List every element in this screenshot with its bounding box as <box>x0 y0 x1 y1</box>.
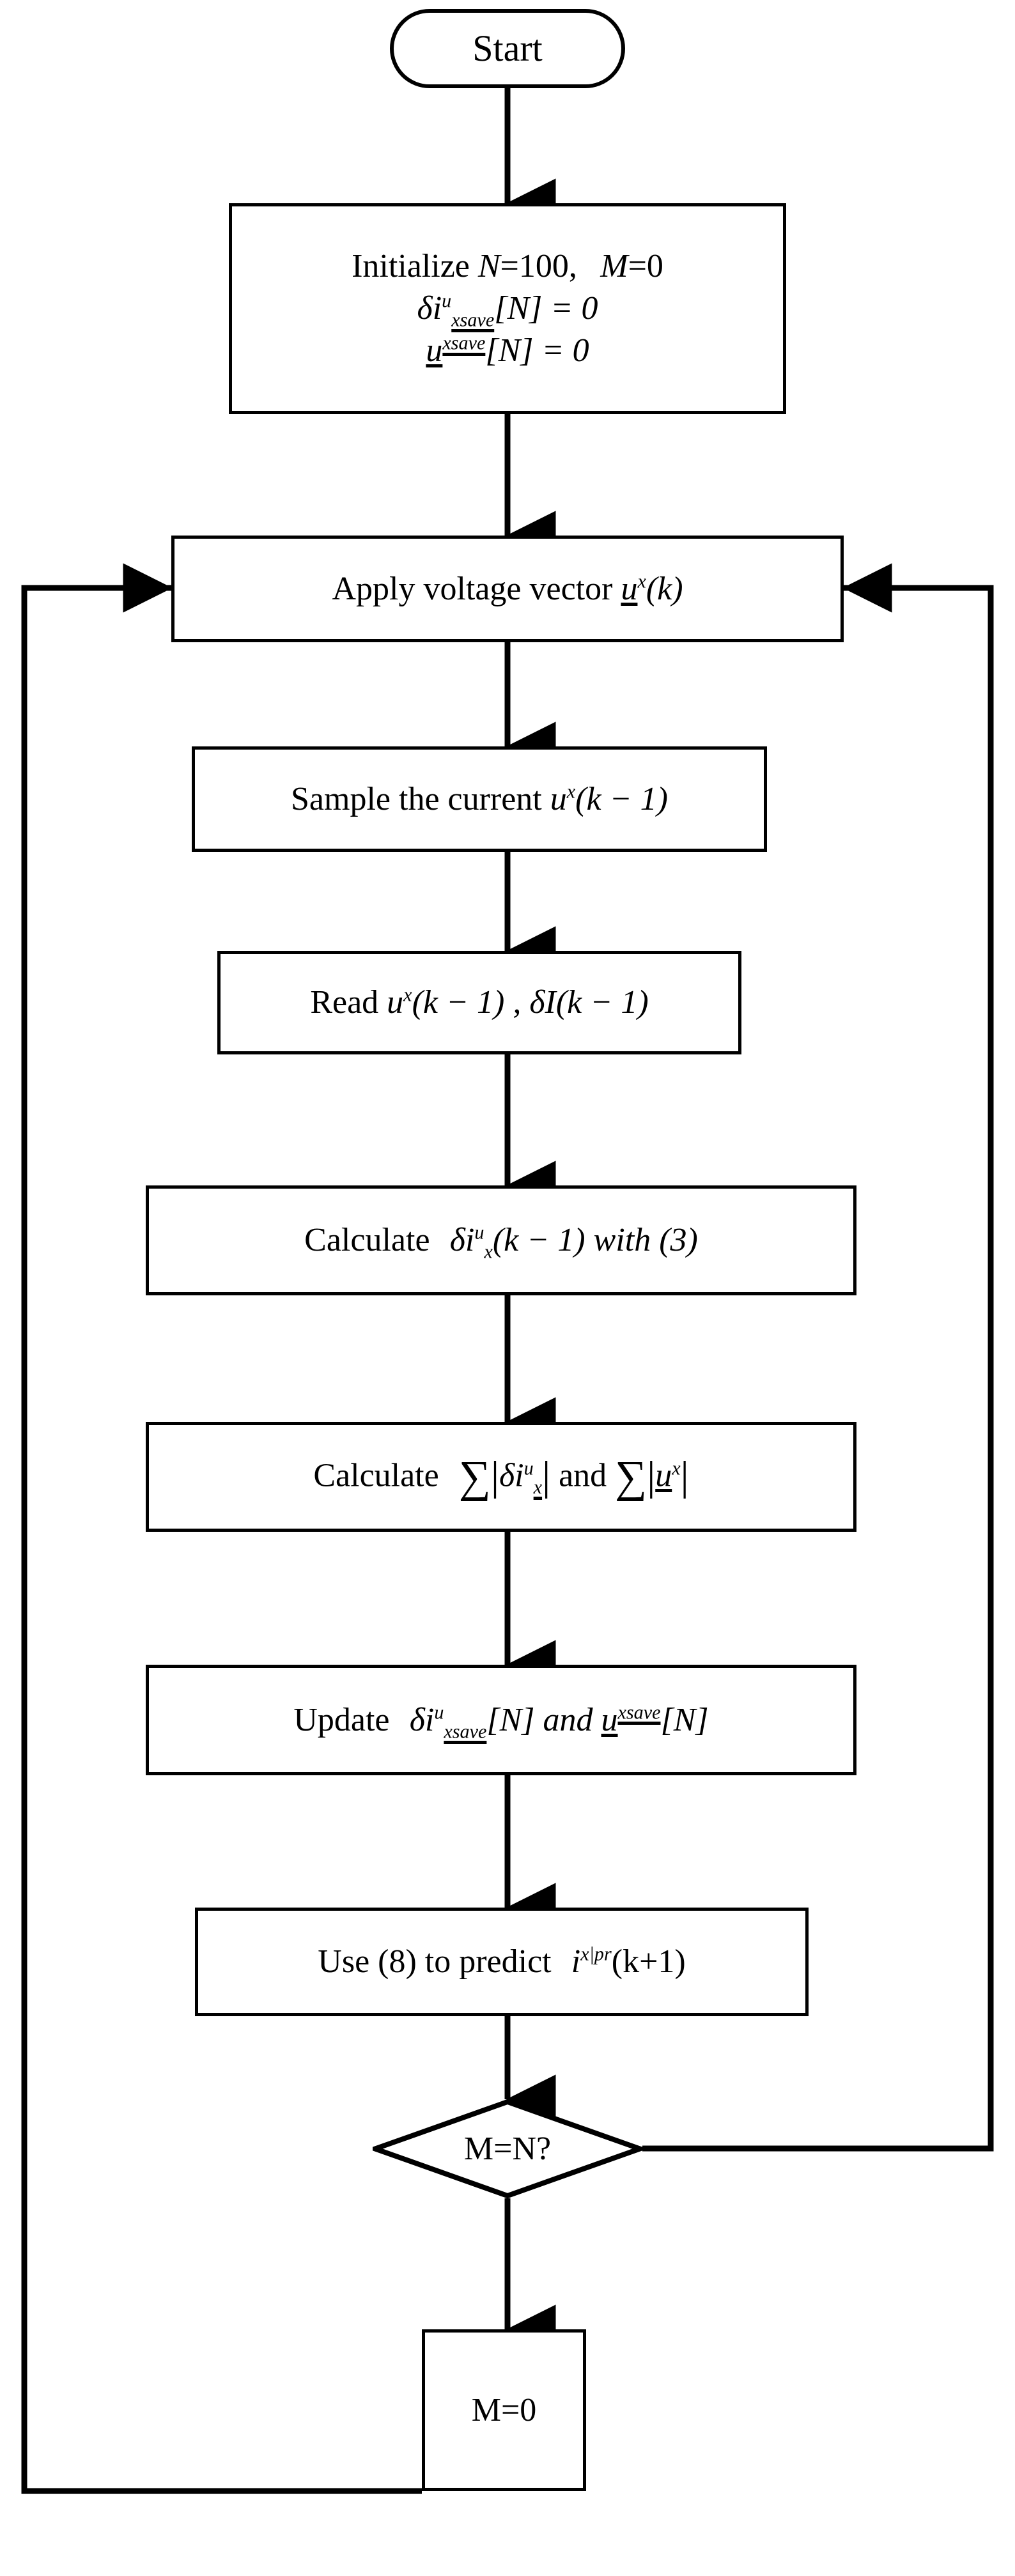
node-calculate-sums-label: Calculate ∑|δiux| and ∑|ux| <box>313 1451 689 1502</box>
node-read-values[interactable]: Read ux(k − 1) , δI(k − 1) <box>217 951 741 1054</box>
node-read-values-label: Read ux(k − 1) , δI(k − 1) <box>310 983 649 1021</box>
node-start-label: Start <box>472 27 543 69</box>
node-predict-current-label: Use (8) to predict ix|pr(k+1) <box>318 1943 686 1980</box>
node-decision-m-equals-n-label: M=N? <box>463 2130 552 2167</box>
node-reset-m-label: M=0 <box>471 2391 537 2428</box>
node-decision-m-equals-n[interactable]: M=N? <box>373 2099 642 2198</box>
node-calculate-sums[interactable]: Calculate ∑|δiux| and ∑|ux| <box>146 1422 856 1532</box>
node-initialize-line-2: δiuxsave[N] = 0 <box>417 289 598 331</box>
summation-symbol-2: ∑ <box>615 1451 647 1502</box>
summation-symbol-1: ∑ <box>458 1451 491 1502</box>
edge-reset-left-loop-back <box>21 563 422 2494</box>
node-reset-m[interactable]: M=0 <box>422 2329 586 2491</box>
node-update-arrays[interactable]: Update δiuxsave[N] and uxsave[N] <box>146 1665 856 1775</box>
node-initialize[interactable]: Initialize N=100,M=0 δiuxsave[N] = 0 uxs… <box>229 203 786 414</box>
node-apply-voltage-vector-label: Apply voltage vector ux(k) <box>332 570 683 607</box>
node-initialize-line-1: Initialize N=100,M=0 <box>352 248 663 285</box>
node-initialize-line-3: uxsave[N] = 0 <box>426 332 589 369</box>
node-initialize-content: Initialize N=100,M=0 δiuxsave[N] = 0 uxs… <box>352 247 663 369</box>
node-update-arrays-label: Update δiuxsave[N] and uxsave[N] <box>293 1701 709 1742</box>
node-apply-voltage-vector[interactable]: Apply voltage vector ux(k) <box>171 536 844 642</box>
decision-diamond-shape <box>373 2099 642 2198</box>
node-sample-current-label: Sample the current ux(k − 1) <box>291 780 668 817</box>
node-predict-current[interactable]: Use (8) to predict ix|pr(k+1) <box>195 1908 809 2016</box>
node-calculate-delta-i[interactable]: Calculate δiux(k − 1) with (3) <box>146 1185 856 1295</box>
node-calculate-delta-i-label: Calculate δiux(k − 1) with (3) <box>304 1221 698 1263</box>
node-start[interactable]: Start <box>390 9 625 88</box>
node-sample-current[interactable]: Sample the current ux(k − 1) <box>192 746 767 852</box>
